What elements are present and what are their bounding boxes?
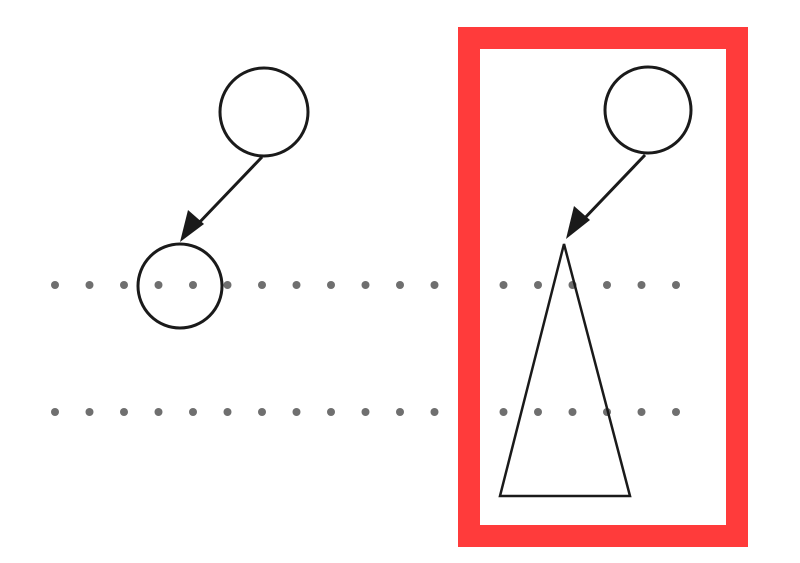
level-dot <box>258 408 266 416</box>
left-tree <box>136 66 310 330</box>
level-dot <box>396 281 404 289</box>
level-dot <box>430 281 439 289</box>
level-dot <box>603 281 611 289</box>
level-dot <box>223 408 232 416</box>
level-dot <box>499 281 508 289</box>
left-arrowhead-icon <box>180 210 204 242</box>
left-edge-arrow <box>194 155 264 228</box>
left-child-node <box>136 242 224 330</box>
level-dot <box>430 408 439 416</box>
level-dot <box>154 281 163 289</box>
right-edge-arrow <box>579 153 647 224</box>
level-dot <box>258 281 266 289</box>
level-dot <box>223 281 232 289</box>
level-dot <box>327 408 335 416</box>
level-dot <box>361 281 370 289</box>
level-dot <box>154 408 163 416</box>
level-dot <box>51 408 59 416</box>
right-arrowhead-icon <box>566 206 590 239</box>
level-dot <box>396 408 404 416</box>
level-dot <box>120 281 128 289</box>
right-parent-node <box>603 65 693 155</box>
level-dot <box>292 408 301 416</box>
level-dot <box>637 281 646 289</box>
level-dot <box>85 281 94 289</box>
level-dot <box>499 408 508 416</box>
level-dot <box>534 281 542 289</box>
level-dot <box>85 408 94 416</box>
level-dot <box>51 281 59 289</box>
level-dot <box>568 408 577 416</box>
left-parent-node <box>218 66 310 158</box>
level-dot <box>672 281 680 289</box>
level-dot <box>361 408 370 416</box>
level-dot <box>292 281 301 289</box>
highlight-box <box>458 27 748 547</box>
level-dot <box>327 281 335 289</box>
level-dot <box>637 408 646 416</box>
right-tree <box>498 65 693 498</box>
level-dot <box>189 281 197 289</box>
level-dot <box>534 408 542 416</box>
dotted-level-line-lower <box>51 408 680 416</box>
level-dot <box>189 408 197 416</box>
dotted-level-line-upper <box>51 281 680 289</box>
triangle-subtree <box>498 243 632 498</box>
level-dot <box>672 408 680 416</box>
level-dot <box>120 408 128 416</box>
